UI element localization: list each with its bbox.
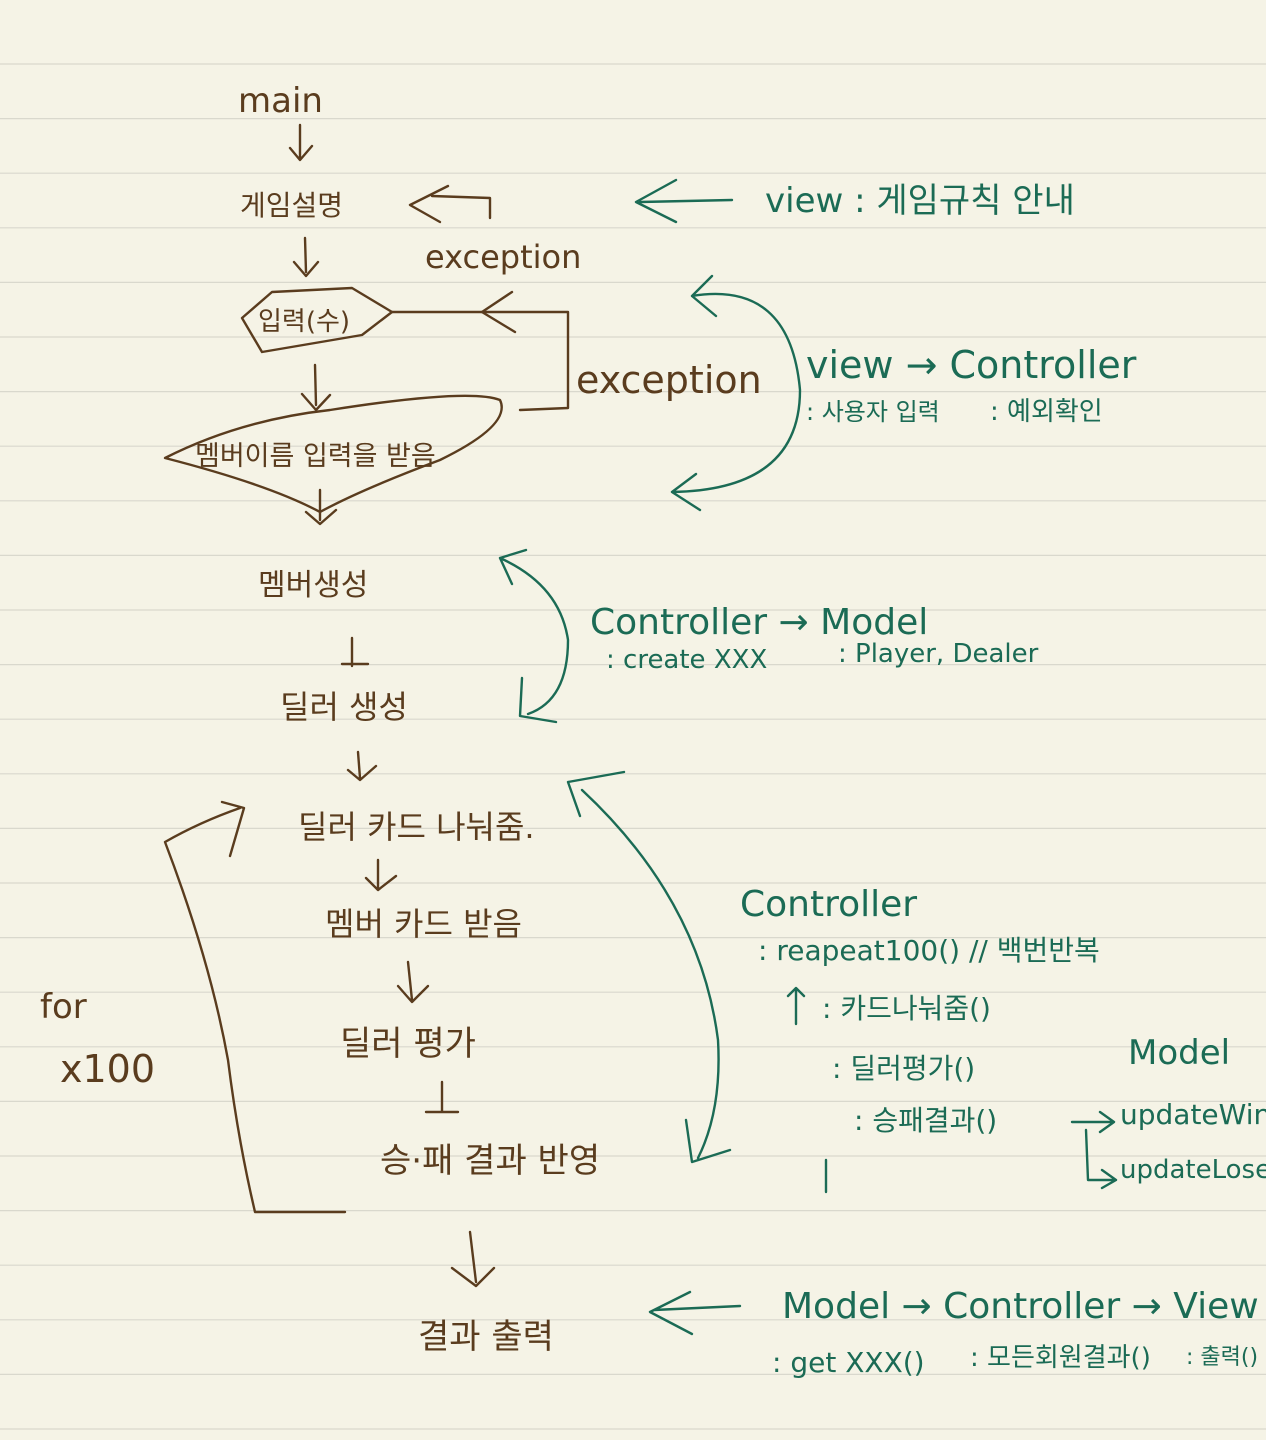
arrow-create-members-to-dealer — [340, 636, 370, 668]
note-controller-model: Controller → Model — [590, 602, 928, 643]
note-update-win: updateWin — [1120, 1098, 1266, 1131]
flowchart: main 게임설명 exception 입력(수) exception 멤버이름… — [40, 81, 762, 1357]
bracket-open — [786, 986, 806, 1026]
node-deal-cards: 딜러 카드 나눠줌. — [298, 808, 535, 846]
node-print-result: 결과 출력 — [418, 1317, 554, 1357]
label-exception-1: exception — [425, 238, 581, 276]
annotations: view : 게임규칙 안내 view → Controller : 사용자 입… — [498, 178, 1266, 1379]
note-mcv-sub3: : 출력() — [1186, 1345, 1258, 1370]
node-member-names: 멤버이름 입력을 받음 — [195, 441, 436, 472]
node-dealer-eval: 딜러 평가 — [340, 1024, 476, 1064]
ruled-lines — [0, 63, 1266, 1430]
label-loop-x100: x100 — [60, 1047, 155, 1091]
note-mcv: Model → Controller → View — [782, 1286, 1259, 1327]
node-game-intro: 게임설명 — [240, 189, 343, 222]
arrow-controller-loop — [566, 770, 732, 1164]
note-update-lose: updateLose — [1120, 1155, 1266, 1185]
node-input-number: 입력(수) — [258, 307, 350, 337]
note-fn-eval: : 딜러평가() — [832, 1052, 975, 1085]
note-mcv-sub2: : 모든회원결과() — [970, 1343, 1151, 1373]
label-exception-2: exception — [576, 358, 762, 402]
arrow-controller-model — [498, 548, 570, 724]
arrow-update — [1070, 1110, 1118, 1190]
node-win-lose: 승·패 결과 반영 — [380, 1141, 600, 1181]
arrow-deal-to-receive — [364, 858, 398, 892]
label-loop-for: for — [40, 987, 87, 1027]
arrow-input-exception-loop — [390, 310, 570, 412]
note-fn-deal: : 카드나눠줌() — [822, 992, 991, 1025]
arrow-receive-to-eval — [396, 960, 430, 1004]
arrow-record-to-print — [450, 1230, 496, 1288]
node-member-receive: 멤버 카드 받음 — [325, 905, 522, 943]
node-create-dealer: 딜러 생성 — [280, 688, 408, 726]
arrow-exception-back-to-intro — [408, 184, 492, 224]
note-mcv-sub1: : get XXX() — [772, 1346, 925, 1379]
note-model-label: Model — [1128, 1033, 1230, 1073]
node-create-members: 멤버생성 — [258, 568, 368, 603]
arrow-eval-to-record — [424, 1080, 460, 1114]
note-controller-title: Controller — [740, 884, 917, 925]
arrow-view-intro — [634, 178, 734, 224]
arrow-head-exception-loop — [480, 290, 517, 334]
note-controller-model-sub1: : create XXX — [606, 645, 767, 675]
arrow-mcv — [648, 1290, 742, 1336]
note-controller-model-sub2: : Player, Dealer — [838, 639, 1039, 669]
arrow-input-to-names — [300, 363, 332, 412]
arrow-names-to-create — [304, 488, 338, 526]
arrow-intro-to-input — [292, 236, 320, 278]
note-view-controller-sub1: : 사용자 입력 — [806, 398, 940, 426]
note-view-controller-sub2: : 예외확인 — [990, 397, 1103, 427]
arrow-view-controller — [670, 274, 802, 512]
arrow-dealer-to-deal — [346, 750, 378, 782]
node-main: main — [238, 81, 323, 121]
arrow-main-to-intro — [288, 123, 314, 162]
note-view-intro: view : 게임규칙 안내 — [765, 181, 1075, 221]
note-fn-result: : 승패결과() — [854, 1104, 997, 1137]
note-view-controller: view → Controller — [806, 343, 1137, 387]
note-repeat: : reapeat100() // 백번반복 — [758, 934, 1100, 967]
io-member-names — [163, 394, 503, 514]
arrow-loop-back-x100 — [163, 800, 347, 1214]
